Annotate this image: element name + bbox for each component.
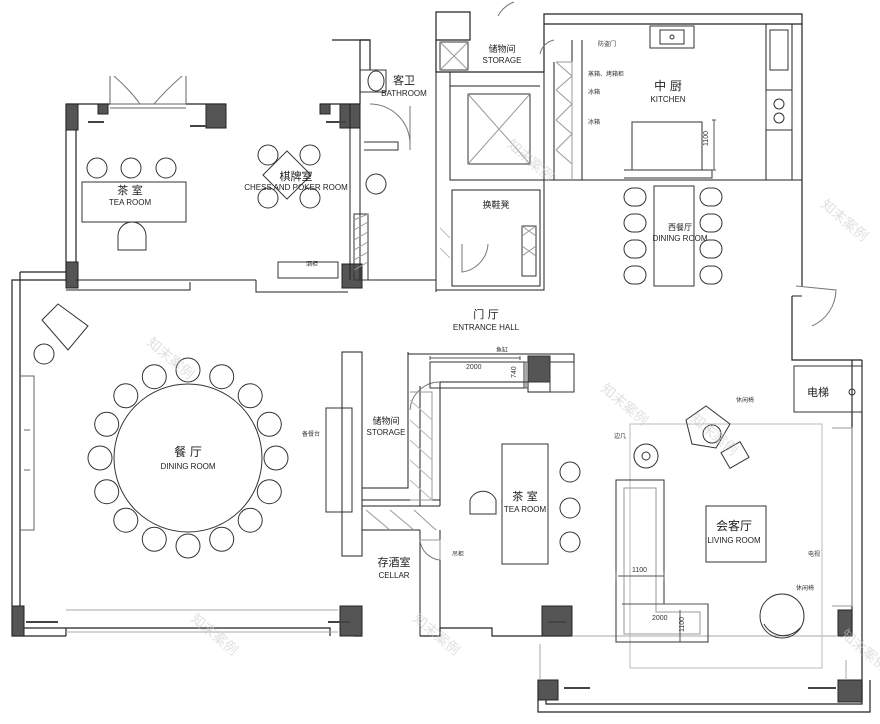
steam-oven-note: 蒸箱、烤箱柜: [588, 70, 624, 78]
watermark-1: 知末案例: [817, 196, 871, 245]
storage-top-zh: 储物间: [488, 43, 515, 55]
storage-top-en: STORAGE: [483, 56, 522, 65]
sofa-width-dim: 2000: [652, 615, 668, 622]
display-cabinet-note: 吊柜: [452, 550, 464, 558]
sideboard-note: 备餐台: [302, 430, 320, 438]
fish-tank-depth-dim: 740: [511, 366, 518, 378]
rest-chair-note-2: 休闲椅: [796, 584, 814, 592]
dining-chair: [113, 507, 139, 533]
dining-chair: [94, 411, 120, 437]
dining-chair: [237, 507, 263, 533]
living-room-zh: 会客厅: [716, 518, 752, 533]
storage-mid-zh: 储物间: [372, 415, 399, 427]
furniture-annotations: 防盗门 蒸箱、烤箱柜 冰箱 冰箱 酒柜 备餐台 鱼缸 休闲椅 边几 休闲椅 电视…: [302, 40, 820, 592]
dining-room-en: DINING ROOM: [160, 462, 215, 471]
dining-chair: [141, 364, 167, 390]
dining-chair: [175, 533, 201, 559]
bathroom-en: BATHROOM: [381, 89, 427, 98]
fish-tank-note: 鱼缸: [496, 346, 508, 354]
watermark-5: 知末案例: [187, 610, 241, 659]
wine-cabinet-note: 酒柜: [306, 260, 318, 268]
tea-room-center-en: TEA ROOM: [504, 505, 547, 514]
elevator: [793, 365, 863, 413]
bathroom-zh: 客卫: [393, 73, 415, 87]
bathroom-fixtures: [353, 69, 399, 281]
fish-tank: [429, 355, 575, 393]
dining-chair: [141, 526, 167, 552]
elevator-label: 电梯: [807, 386, 829, 399]
kitchen-en: KITCHEN: [650, 95, 685, 104]
dining-chair: [209, 364, 235, 390]
entrance-hall-en: ENTRANCE HALL: [453, 323, 520, 332]
watermark-2: 知末案例: [597, 380, 651, 429]
living-room-en: LIVING ROOM: [707, 536, 761, 545]
tea-room-nw-zh: 茶 室: [117, 183, 143, 197]
round-dining-table: [87, 357, 289, 559]
dining-room-zh: 餐 厅: [174, 444, 202, 459]
dining-lounge-chair: [33, 303, 89, 365]
western-dining-zh: 西餐厅: [668, 223, 692, 232]
dining-chair: [263, 445, 289, 471]
side-table-note: 边几: [614, 432, 626, 440]
anti-theft-door-note: 防盗门: [598, 40, 616, 48]
storage-cellar: [365, 391, 441, 560]
doors: [113, 1, 837, 561]
dining-chair: [113, 383, 139, 409]
kitchen-zh: 中 厨: [654, 78, 682, 93]
room-labels: 茶 室 TEA ROOM 棋牌室 CHESS AND POKER ROOM 客卫…: [109, 43, 829, 580]
structural-columns: [11, 103, 863, 703]
shoe-change-label: 换鞋凳: [482, 199, 509, 211]
dining-chair: [237, 383, 263, 409]
central-tea-set: [469, 443, 581, 565]
watermark-4: 知末案例: [409, 610, 463, 659]
chess-room-en: CHESS AND POKER ROOM: [244, 183, 348, 192]
western-dining-en: DINING ROOM: [652, 234, 707, 243]
sofa-side-dim: 1100: [632, 567, 647, 574]
dining-chair: [94, 479, 120, 505]
tea-room-nw-en: TEA ROOM: [109, 198, 152, 207]
dining-chair: [256, 411, 282, 437]
storage-mid-en: STORAGE: [367, 428, 406, 437]
living-room-furniture: [615, 405, 853, 669]
dining-chair: [175, 357, 201, 383]
rest-chair-note-1: 休闲椅: [736, 396, 754, 404]
kitchen-island-dim: 1100: [703, 131, 710, 146]
cellar-en: CELLAR: [378, 571, 409, 580]
tea-room-furniture: [81, 157, 187, 251]
kitchen-pantry-hatch: [439, 227, 451, 259]
storage-top: [439, 41, 537, 277]
kitchen-fixtures: [555, 25, 793, 180]
chess-table: [257, 144, 339, 279]
fish-tank-width-dim: 2000: [466, 364, 482, 371]
dining-chair: [256, 479, 282, 505]
dining-chair: [87, 445, 113, 471]
chess-room-zh: 棋牌室: [280, 169, 313, 183]
watermark-7: 知末案例: [687, 410, 741, 459]
tv-note: 电视: [808, 550, 820, 558]
dining-chair: [209, 526, 235, 552]
western-dining-set: [623, 185, 723, 287]
windows: [20, 76, 847, 689]
fridge-note-1: 冰箱: [588, 88, 600, 96]
fridge-note-2: 冰箱: [588, 118, 600, 126]
dimension-labels: 1100 2000 740 1100 2000 1100: [466, 131, 710, 632]
sofa-depth-dim: 1100: [679, 617, 686, 632]
watermark-6: 知末案例: [837, 626, 880, 675]
watermarks: 知末案例 知末案例 知末案例 知末案例 知末案例 知末案例 知末案例 知末案例: [143, 136, 880, 675]
cellar-zh: 存酒室: [378, 555, 411, 569]
entrance-hall-zh: 门 厅: [473, 307, 499, 321]
sideboard: [325, 407, 353, 513]
tea-room-center-zh: 茶 室: [512, 489, 538, 503]
